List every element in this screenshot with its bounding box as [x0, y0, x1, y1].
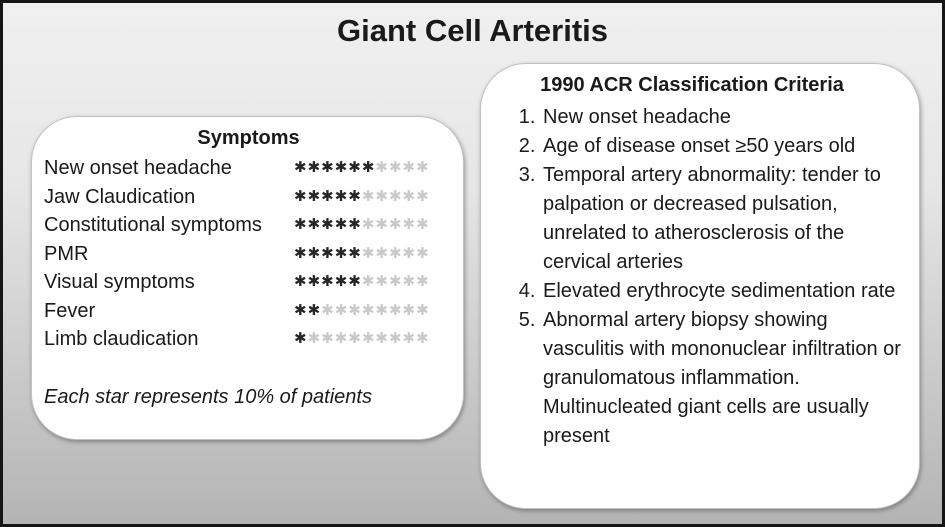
star-rating: ✱✱✱✱✱✱✱✱✱✱	[294, 183, 430, 212]
empty-stars: ✱✱✱✱✱	[361, 244, 430, 262]
filled-stars: ✱✱✱✱✱	[294, 273, 362, 290]
criteria-item: Elevated erythrocyte sedimentation rate	[541, 277, 903, 306]
symptom-row: Fever ✱✱✱✱✱✱✱✱✱✱	[44, 297, 453, 326]
filled-stars: ✱✱	[294, 301, 322, 319]
symptom-label: Limb claudication	[44, 328, 199, 350]
empty-stars: ✱✱✱✱✱	[361, 216, 430, 233]
symptom-row: Visual symptoms ✱✱✱✱✱✱✱✱✱✱	[44, 268, 453, 297]
symptom-row: Jaw Claudication ✱✱✱✱✱✱✱✱✱✱	[44, 183, 453, 212]
symptom-label: Constitutional symptoms	[44, 214, 262, 236]
star-rating: ✱✱✱✱✱✱✱✱✱✱	[294, 268, 430, 297]
symptoms-panel-title: Symptoms	[197, 127, 300, 149]
empty-stars: ✱✱✱✱✱✱✱✱✱	[307, 330, 430, 347]
star-rating: ✱✱✱✱✱✱✱✱✱✱	[294, 325, 430, 354]
filled-stars: ✱	[294, 330, 308, 347]
filled-stars: ✱✱✱✱✱✱	[294, 159, 376, 176]
star-rating: ✱✱✱✱✱✱✱✱✱✱	[294, 154, 430, 183]
criteria-item: Temporal artery abnormality: tender to p…	[541, 161, 903, 277]
symptom-label: PMR	[44, 242, 89, 265]
criteria-panel: 1990 ACR Classification Criteria New ons…	[480, 63, 920, 509]
criteria-panel-title: 1990 ACR Classification Criteria	[540, 74, 844, 96]
symptom-row: New onset headache ✱✱✱✱✱✱✱✱✱✱	[44, 154, 453, 183]
empty-stars: ✱✱✱✱	[375, 159, 430, 176]
filled-stars: ✱✱✱✱✱	[294, 216, 362, 233]
star-legend-note: Each star represents 10% of patients	[44, 385, 372, 408]
criteria-item: Age of disease onset ≥50 years old	[541, 132, 903, 161]
figure-title: Giant Cell Arteritis	[336, 13, 609, 48]
symptom-label: Jaw Claudication	[44, 185, 196, 208]
criteria-list: New onset headacheAge of disease onset ≥…	[481, 103, 903, 451]
empty-stars: ✱✱✱✱✱	[361, 187, 430, 205]
star-rating: ✱✱✱✱✱✱✱✱✱✱	[294, 297, 430, 326]
filled-stars: ✱✱✱✱✱	[294, 187, 362, 205]
star-rating: ✱✱✱✱✱✱✱✱✱✱	[294, 240, 430, 269]
empty-stars: ✱✱✱✱✱✱✱✱	[321, 301, 430, 319]
symptom-row: PMR ✱✱✱✱✱✱✱✱✱✱	[44, 240, 453, 269]
symptom-label: Visual symptoms	[44, 271, 195, 293]
criteria-item: Abnormal artery biopsy showing vasculiti…	[541, 306, 903, 451]
empty-stars: ✱✱✱✱✱	[361, 273, 430, 290]
symptom-rows: New onset headache✱✱✱✱✱✱✱✱✱✱Jaw Claudica…	[44, 154, 453, 354]
symptoms-panel: Symptoms New onset headache✱✱✱✱✱✱✱✱✱✱Jaw…	[31, 116, 464, 440]
star-rating: ✱✱✱✱✱✱✱✱✱✱	[294, 211, 430, 240]
symptom-label: New onset headache	[44, 157, 232, 179]
symptom-label: Fever	[44, 299, 96, 322]
symptom-row: Constitutional symptoms ✱✱✱✱✱✱✱✱✱✱	[44, 211, 453, 240]
criteria-item: New onset headache	[541, 103, 903, 132]
filled-stars: ✱✱✱✱✱	[294, 244, 362, 262]
symptom-row: Limb claudication ✱✱✱✱✱✱✱✱✱✱	[44, 325, 453, 354]
